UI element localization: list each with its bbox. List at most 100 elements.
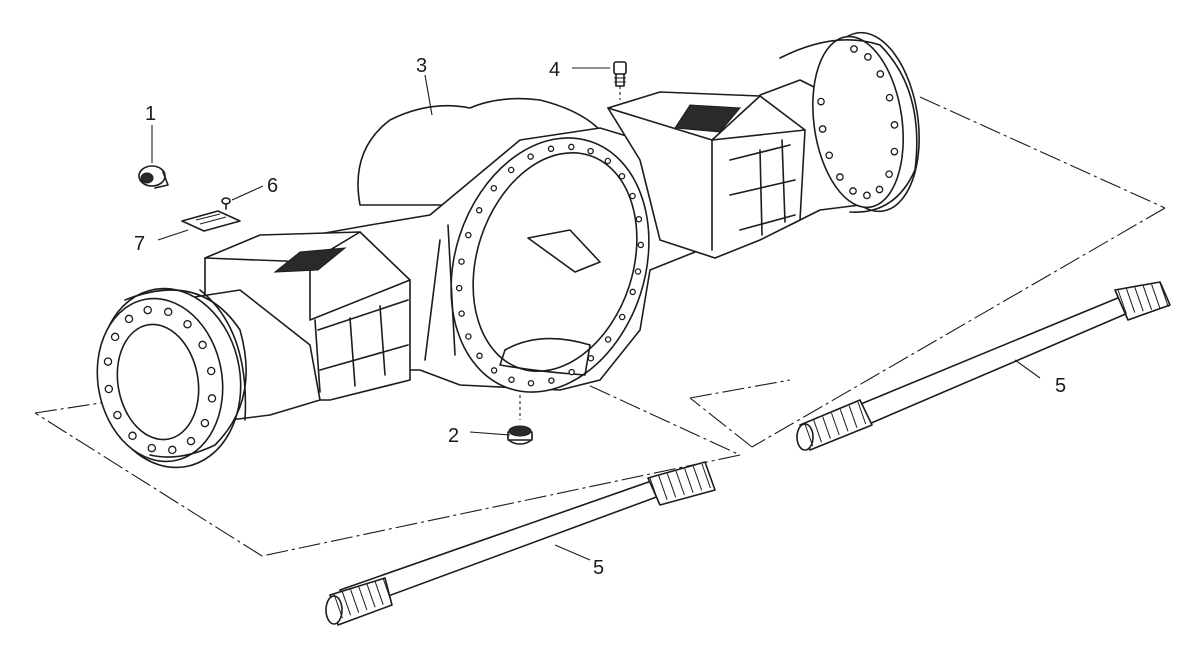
spline-tooth [675, 470, 685, 496]
bolt-hole [465, 333, 472, 340]
callout-3: 3 [416, 55, 427, 77]
bolt-hole [168, 445, 177, 455]
bolt-hole [186, 436, 196, 446]
bolt-hole [455, 284, 463, 292]
spline-tooth [1125, 288, 1136, 313]
right-spring-pad [607, 91, 806, 259]
spline-tooth [1134, 287, 1144, 312]
bolt-hole [604, 157, 612, 165]
spline-tooth [1151, 284, 1161, 309]
bolt-hole [637, 241, 645, 249]
bolt-hole [163, 307, 173, 317]
bolt-hole [458, 310, 465, 317]
bolt-hole [547, 145, 555, 153]
bolt-hole [836, 173, 844, 181]
bolt-hole [618, 172, 626, 180]
bolt-hole [465, 231, 472, 239]
callout-4: 4 [549, 59, 560, 81]
bolt-hole [850, 45, 858, 53]
bolt-hole [527, 379, 535, 387]
bolt-hole [206, 366, 216, 376]
left-wheel-flange [96, 287, 247, 469]
callout-5-right: 5 [1055, 375, 1066, 397]
bolt-hole [890, 147, 899, 156]
axle-housing [96, 31, 920, 469]
part-6-screw [221, 197, 231, 210]
right-wheel-flange [779, 31, 920, 213]
bolt-hole [475, 207, 483, 214]
spline-tooth [366, 583, 376, 608]
bolt-hole [207, 394, 217, 403]
bolt-hole [113, 410, 122, 420]
bolt-hole [110, 332, 120, 342]
bolt-hole [128, 431, 137, 441]
spline-tooth [822, 416, 831, 439]
bolt-hole [629, 192, 636, 200]
bolt-hole [568, 368, 575, 376]
spline-tooth [839, 409, 849, 432]
spline-tooth [804, 423, 814, 447]
spline-tooth [684, 468, 694, 493]
spline-tooth [333, 593, 343, 619]
spline-tooth [831, 412, 840, 436]
bolt-hole [508, 376, 515, 383]
bolt-hole [618, 313, 626, 321]
bolt-hole [568, 143, 575, 151]
spline-tooth [658, 475, 668, 500]
bolt-hole [490, 367, 498, 374]
differential-opening [424, 137, 650, 393]
bolt-hole [864, 53, 872, 61]
bolt-hole [890, 121, 899, 129]
spline-tooth [813, 420, 822, 443]
spline-tooth [358, 585, 368, 611]
bolt-hole [634, 268, 642, 275]
callout-7: 7 [134, 233, 145, 255]
bolt-hole [458, 258, 465, 265]
bolt-hole [104, 384, 114, 394]
callout-1: 1 [145, 103, 156, 125]
bolt-hole [817, 97, 825, 106]
bolt-hole [587, 147, 594, 155]
spline-tooth [848, 405, 858, 428]
part-4-breather [613, 61, 627, 100]
bolt-hole [548, 377, 555, 384]
bolt-hole [527, 153, 534, 160]
bolt-hole [876, 70, 885, 78]
bolt-hole [476, 352, 483, 360]
spline-tooth [692, 466, 703, 491]
bolt-hole [885, 93, 894, 102]
bolt-hole [818, 125, 827, 133]
part-2-drain-plug [507, 395, 533, 445]
bolt-hole [849, 187, 857, 195]
bolt-hole [875, 185, 884, 194]
bolt-hole [147, 443, 157, 453]
spline-tooth [349, 588, 360, 613]
spline-tooth [382, 577, 392, 603]
bolt-hole [604, 336, 612, 343]
bolt-hole [198, 340, 207, 350]
bolt-hole [490, 184, 498, 192]
spline-tooth [666, 473, 677, 498]
part-5-axle-shaft-right [796, 281, 1171, 451]
callout-labels: 1 2 3 4 5 5 6 7 [134, 55, 1066, 579]
spline-tooth [341, 591, 352, 616]
bolt-hole [124, 314, 134, 324]
spline-tooth [374, 580, 384, 605]
bolt-hole [825, 151, 834, 160]
callout-leaders [151, 67, 1041, 561]
spline-tooth [857, 401, 867, 425]
spline-tooth [701, 463, 711, 489]
callout-5-left: 5 [593, 557, 604, 579]
spline-tooth [1142, 285, 1153, 310]
callout-2: 2 [448, 425, 459, 447]
bolt-hole [587, 354, 595, 362]
bolt-hole [863, 191, 871, 200]
bolt-hole [200, 418, 210, 428]
part-1-plug [138, 165, 169, 189]
bolt-hole [143, 305, 152, 315]
bolt-hole [635, 215, 643, 223]
bolt-hole [629, 288, 636, 296]
spline-tooth [1117, 289, 1127, 315]
part-7-nameplate [181, 210, 241, 232]
